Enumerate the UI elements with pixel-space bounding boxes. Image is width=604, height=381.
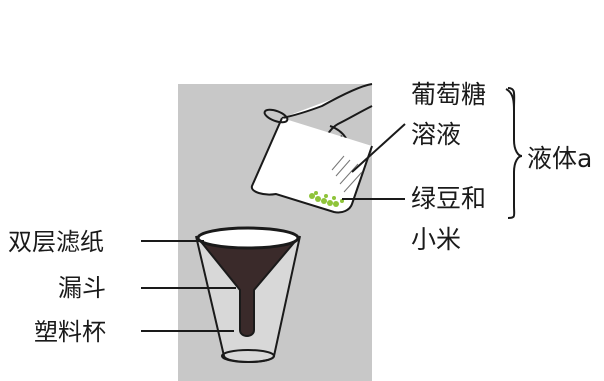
label-filter-paper: 双层滤纸 xyxy=(8,228,104,256)
label-funnel: 漏斗 xyxy=(58,274,106,302)
label-liquid-a: 液体a xyxy=(527,144,592,173)
leader-lines xyxy=(141,87,523,332)
label-plastic-cup: 塑料杯 xyxy=(34,318,106,346)
label-glucose-line2: 溶液 xyxy=(411,120,461,149)
label-beans-line2: 小米 xyxy=(411,225,461,254)
label-glucose-line1: 葡萄糖 xyxy=(411,80,486,109)
funnel xyxy=(195,226,301,337)
label-beans-line1: 绿豆和 xyxy=(411,184,486,213)
green-beans-and-millet xyxy=(309,191,344,207)
beaker xyxy=(250,108,373,214)
